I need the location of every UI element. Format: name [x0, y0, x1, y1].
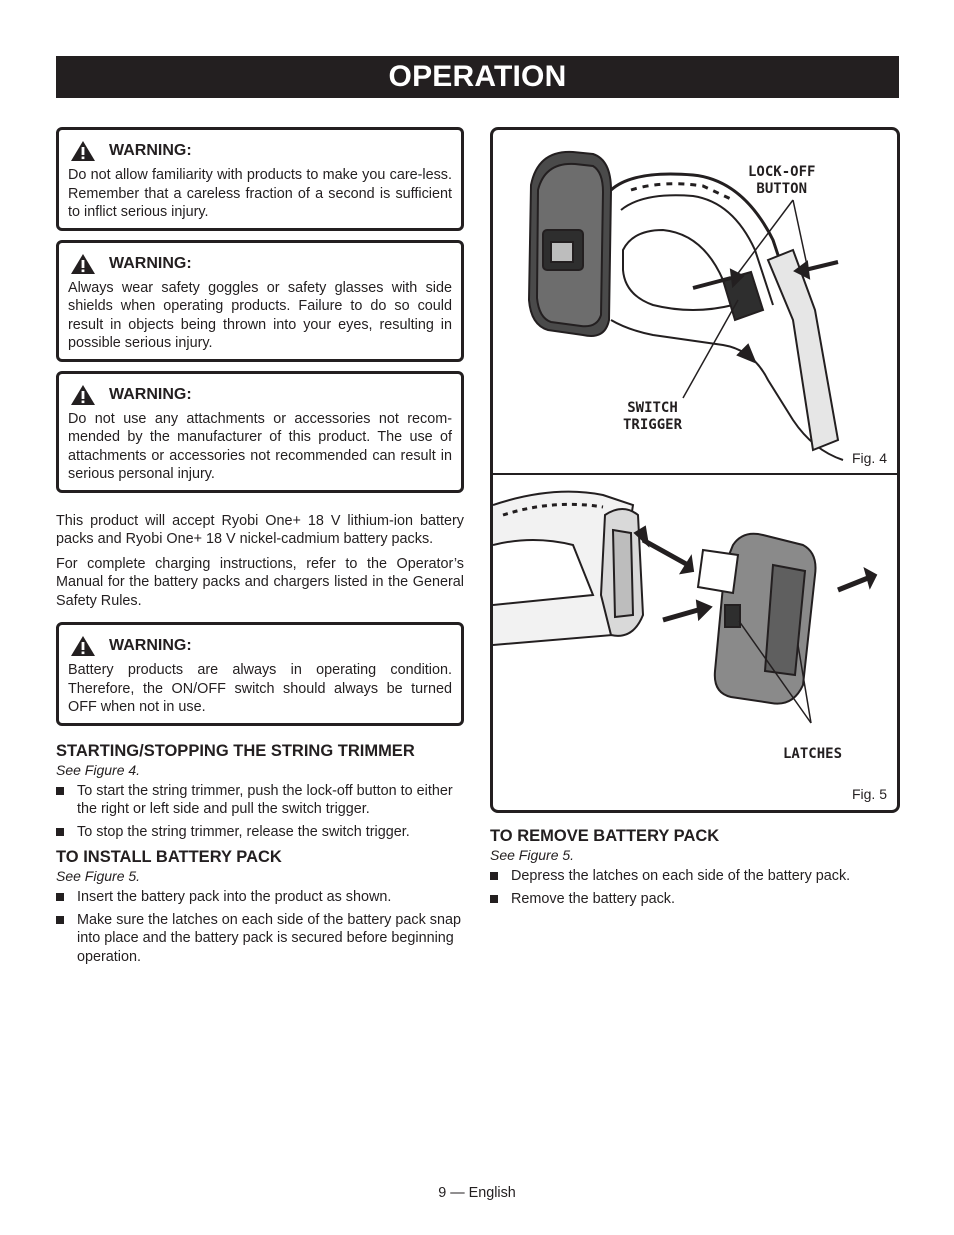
warning-label: WARNING:	[109, 637, 192, 654]
see-figure-note: See Figure 4.	[56, 761, 141, 778]
figure-divider	[493, 473, 897, 475]
right-column-text: TO REMOVE BATTERY PACK See Figure 5. Dep…	[490, 826, 900, 914]
trimmer-handle-illustration	[527, 150, 844, 461]
warning-box-3: WARNING: Do not use any attachments or a…	[56, 370, 464, 493]
warning-text: Always wear safety goggles or safety gla…	[68, 279, 452, 352]
callout-latches: LATCHES	[783, 746, 843, 762]
warning-box-4: WARNING: Battery products are always in …	[56, 622, 464, 726]
section-heading-starting: STARTING/STOPPING THE STRING TRIMMER	[56, 741, 415, 760]
section-heading-install: TO INSTALL BATTERY PACK	[56, 848, 282, 866]
starting-list: To start the string trimmer, push the lo…	[56, 782, 464, 842]
intro-paragraph-2: For complete charging instructions, refe…	[56, 555, 464, 609]
warning-triangle-icon	[71, 384, 95, 405]
figure-panel: LOCK-OFF BUTTON SWITCH TRIGGER Fig. 4	[490, 127, 900, 813]
see-figure-note: See Figure 5.	[56, 868, 141, 884]
left-column: WARNING: Do not allow familiarity with p…	[56, 127, 464, 972]
list-item: Remove the battery pack.	[490, 890, 900, 909]
section-heading-remove: TO REMOVE BATTERY PACK	[490, 827, 720, 845]
warning-box-2: WARNING: Always wear safety goggles or s…	[56, 239, 464, 362]
see-figure-note: See Figure 5.	[490, 847, 575, 863]
warning-text: Do not allow familiarity with products t…	[68, 167, 452, 220]
intro-paragraph-1: This product will accept Ryobi One+ 18 V…	[56, 512, 464, 548]
list-item: Depress the latches on each side of the …	[490, 867, 900, 886]
warning-label: WARNING:	[109, 385, 192, 403]
callout-switch-trigger: SWITCH TRIGGER	[623, 400, 683, 433]
figure-label-5: Fig. 5	[851, 786, 887, 802]
install-list: Insert the battery pack into the product…	[56, 888, 464, 966]
section-title: OPERATION	[388, 60, 567, 93]
warning-triangle-icon	[71, 636, 95, 656]
list-item: Make sure the latches on each side of th…	[56, 911, 464, 967]
section-header-bar: OPERATION	[56, 56, 899, 98]
warning-label: WARNING:	[109, 142, 192, 159]
page-footer: 9 — English	[438, 1185, 516, 1201]
callout-lock-off-button: LOCK-OFF BUTTON	[748, 164, 816, 197]
warning-text: Do not use any attachments or accessorie…	[68, 410, 452, 483]
list-item: To stop the string trimmer, release the …	[56, 823, 464, 842]
remove-list: Depress the latches on each side of the …	[490, 867, 900, 908]
warning-label: WARNING:	[109, 254, 192, 272]
warning-text: Battery products are always in operating…	[68, 662, 452, 715]
warning-triangle-icon	[71, 141, 95, 161]
list-item: To start the string trimmer, push the lo…	[56, 782, 464, 819]
figure-label-4: Fig. 4	[851, 450, 887, 466]
warning-box-1: WARNING: Do not allow familiarity with p…	[56, 127, 464, 231]
list-item: Insert the battery pack into the product…	[56, 888, 464, 907]
battery-pack-illustration	[493, 490, 878, 724]
warning-triangle-icon	[71, 253, 95, 274]
